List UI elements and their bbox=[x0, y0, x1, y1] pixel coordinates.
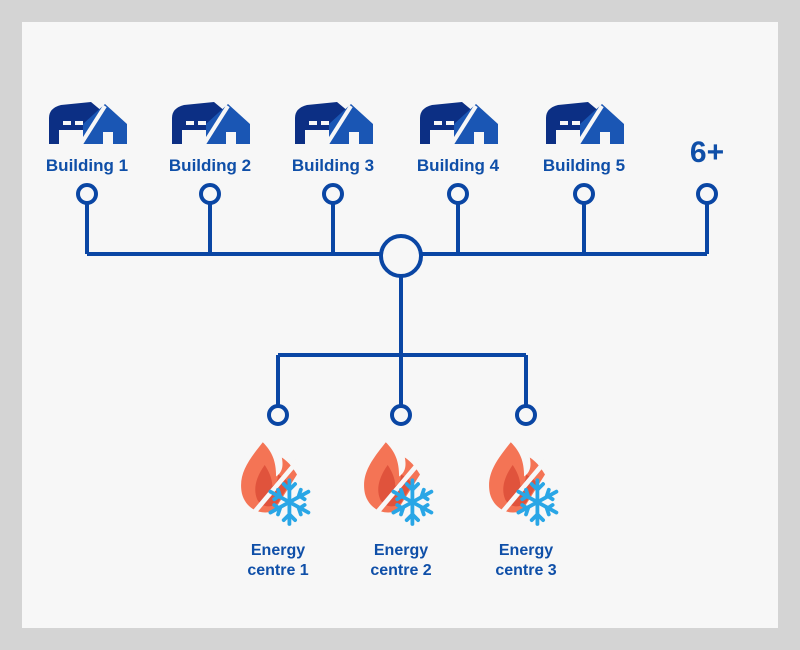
energy-centre-label-line1: Energy bbox=[498, 542, 554, 559]
building-icon bbox=[418, 100, 498, 144]
heat-cool-icon bbox=[489, 442, 556, 524]
building-label: Building 1 bbox=[45, 156, 129, 175]
building-label: Building 2 bbox=[168, 156, 252, 175]
more-buildings-label: 6+ bbox=[689, 136, 725, 169]
hub-node bbox=[379, 234, 423, 278]
energy-centre-label: Energy centre 3 bbox=[471, 541, 581, 581]
building-label: Building 3 bbox=[291, 156, 375, 175]
connection-node bbox=[447, 183, 469, 205]
connection-node bbox=[267, 404, 289, 426]
building-icon bbox=[47, 100, 127, 144]
energy-centre-label-line2: centre 3 bbox=[495, 562, 557, 579]
network-lines bbox=[47, 100, 718, 628]
energy-centre-label: Energy centre 1 bbox=[223, 541, 333, 581]
energy-centre-label-line2: centre 2 bbox=[370, 562, 432, 579]
connection-node bbox=[696, 183, 718, 205]
energy-centre-label-line1: Energy bbox=[373, 542, 429, 559]
connection-node bbox=[76, 183, 98, 205]
energy-centre-label: Energy centre 2 bbox=[346, 541, 456, 581]
energy-centre-label-line2: centre 1 bbox=[247, 562, 309, 579]
building-icon bbox=[293, 100, 373, 144]
network-diagram: Building 1 Building 2 Building 3 Building 4… bbox=[22, 22, 778, 628]
building-icon bbox=[544, 100, 624, 144]
heat-cool-icon bbox=[364, 442, 431, 524]
connection-node bbox=[515, 404, 537, 426]
connection-node bbox=[390, 404, 412, 426]
heat-cool-icon bbox=[241, 442, 308, 524]
energy-centre-label-line1: Energy bbox=[250, 542, 306, 559]
connection-node bbox=[199, 183, 221, 205]
building-label: Building 4 bbox=[416, 156, 500, 175]
connection-node bbox=[573, 183, 595, 205]
building-icon bbox=[170, 100, 250, 144]
connection-node bbox=[322, 183, 344, 205]
building-label: Building 5 bbox=[542, 156, 626, 175]
